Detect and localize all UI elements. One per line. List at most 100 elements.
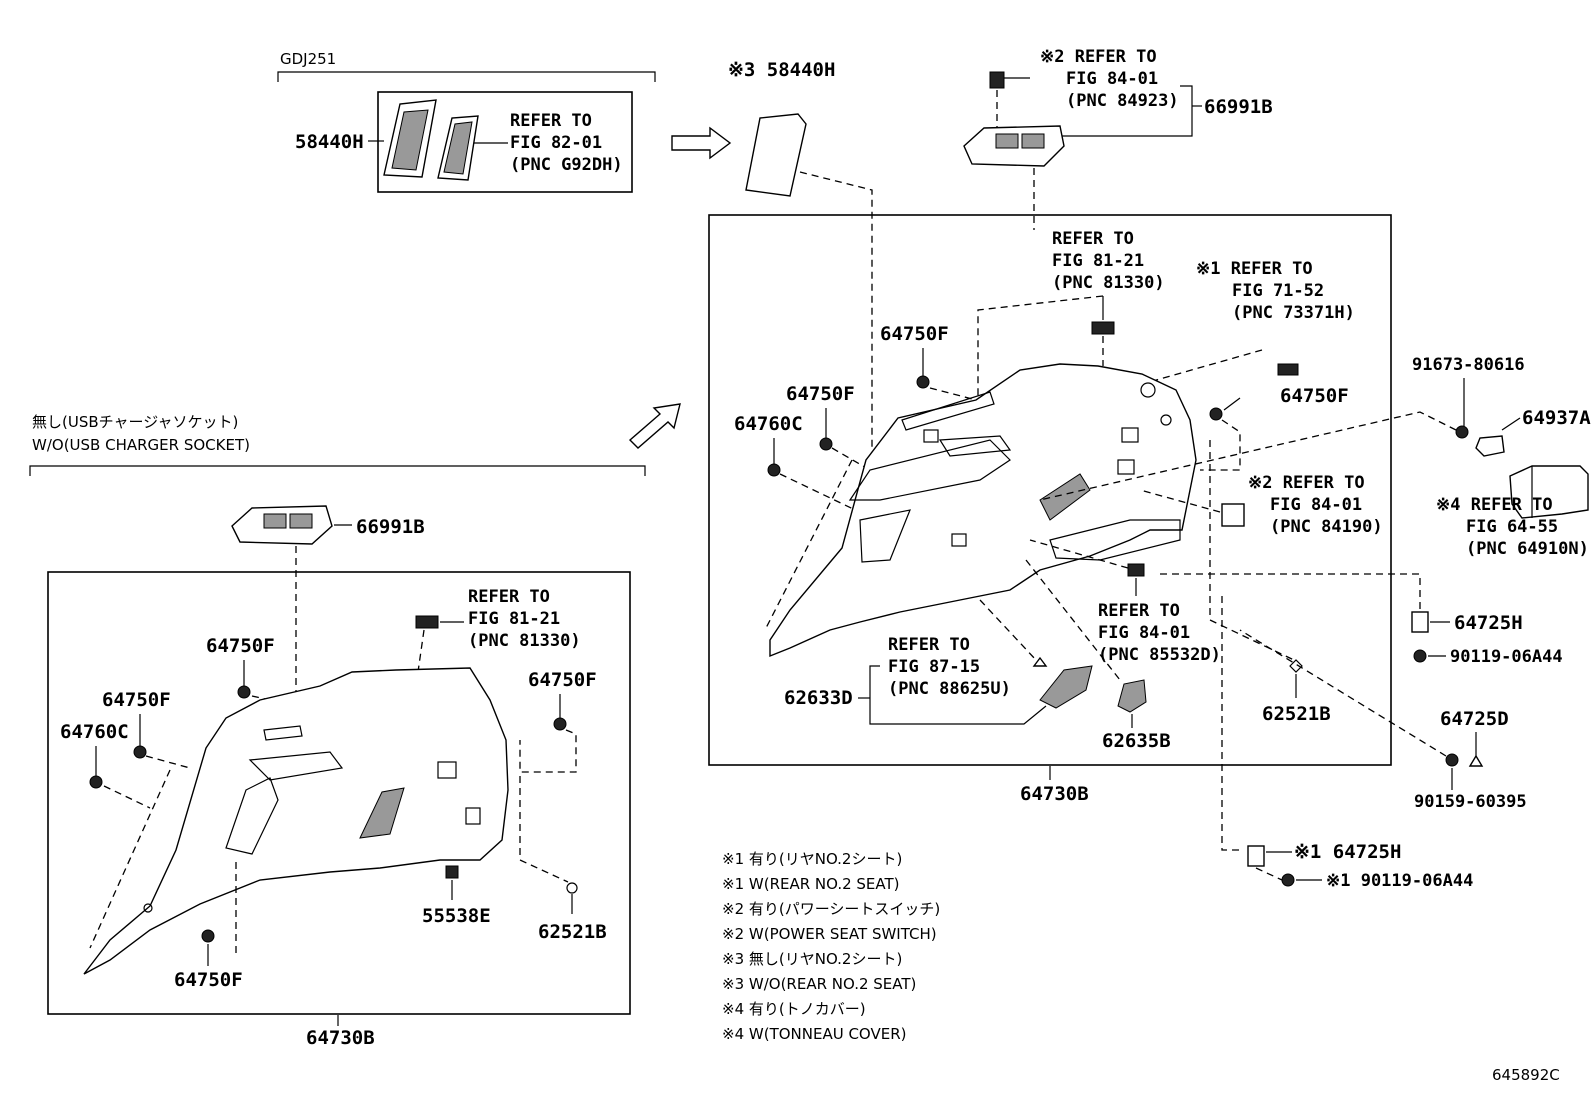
note-1-en: ※1 W(REAR NO.2 SEAT)	[722, 875, 900, 893]
clip-55538e-part	[445, 865, 459, 879]
bracket	[1030, 85, 1193, 137]
grille-62635b-part	[1117, 679, 1147, 713]
leader-dash	[89, 769, 171, 949]
label-90119: 90119-06A44	[1450, 647, 1563, 667]
ref-r9-l1: REFER TO	[468, 587, 550, 607]
label-64725h-note1: ※1 64725H	[1294, 841, 1401, 863]
clip-64725d-part	[1468, 754, 1484, 767]
label-64750f-l4: 64750F	[174, 969, 243, 991]
leader-dash	[417, 629, 425, 673]
label-64730b-l: 64730B	[306, 1027, 375, 1049]
label-62633d: 62633D	[784, 687, 853, 709]
arrow-diagonal-icon	[628, 403, 681, 449]
label-64760c-r: 64760C	[734, 413, 803, 435]
ref-r3-l1: REFER TO	[1052, 229, 1134, 249]
label-64730b-r: 64730B	[1020, 783, 1089, 805]
bolt-91673-part	[1455, 425, 1469, 439]
insert-box-58440h	[377, 91, 633, 193]
leader-dash	[519, 729, 577, 773]
leader-dash	[1255, 867, 1283, 881]
clip-64760c-left-part	[89, 775, 103, 789]
label-64750f-l1: 64750F	[206, 635, 275, 657]
ref-r3-l2: FIG 81-21	[1052, 251, 1144, 271]
ref-r9-l3: (PNC 81330)	[468, 631, 581, 651]
ref-r6-l3: (PNC 64910N)	[1466, 539, 1589, 559]
ref-r7-l2: FIG 84-01	[1098, 623, 1190, 643]
label-64760c-l: 64760C	[60, 721, 129, 743]
clip-64750f-part	[916, 375, 930, 389]
mat-large-part	[383, 99, 437, 178]
main-box-right	[708, 214, 1392, 766]
diagram-code: 645892C	[1492, 1066, 1560, 1084]
leader-dash	[1200, 419, 1241, 471]
ref-r5-l3: (PNC 84190)	[1270, 517, 1383, 537]
header-wo-usb-en: W/O(USB CHARGER SOCKET)	[32, 436, 250, 454]
ref-r5-l2: FIG 84-01	[1270, 495, 1362, 515]
clip-64725h-note1-part	[1247, 845, 1265, 867]
cover-58440h-part	[745, 113, 807, 197]
ref-r1-l3: (PNC G92DH)	[510, 155, 623, 175]
leader-dash	[1221, 596, 1244, 851]
clip-81330-left-part	[415, 615, 439, 629]
screw-90119-part	[1413, 649, 1427, 663]
cap-64937a-part	[1475, 435, 1505, 457]
note-2-en: ※2 W(POWER SEAT SWITCH)	[722, 925, 937, 943]
socket-88625u-part	[1032, 656, 1048, 667]
grille-62633d-part	[1039, 665, 1093, 709]
gdj-bracket	[277, 71, 656, 82]
ref-r2-l3: (PNC 84923)	[1066, 91, 1179, 111]
wo-usb-bracket	[29, 465, 646, 476]
note-1-jp: ※1 有り(リヤNO.2シート)	[722, 850, 902, 868]
ref-r7-l1: REFER TO	[1098, 601, 1180, 621]
mat-small-part	[437, 115, 479, 181]
label-64725d: 64725D	[1440, 708, 1509, 730]
note-4-en: ※4 W(TONNEAU COVER)	[722, 1025, 907, 1043]
screw-90119-note1-part	[1281, 873, 1295, 887]
ref-r9-l2: FIG 81-21	[468, 609, 560, 629]
ref-r8-l1: REFER TO	[888, 635, 970, 655]
ref-r1-l1: REFER TO	[510, 111, 592, 131]
leader-dash	[764, 459, 853, 631]
leader-dash	[1139, 489, 1221, 513]
leader-dash	[979, 599, 1037, 661]
clip-64750f-left-part	[237, 685, 251, 699]
label-64750f-r1: 64750F	[880, 323, 949, 345]
note-4-jp: ※4 有り(トノカバー)	[722, 1000, 866, 1018]
quarter-trim-panel-64730b-left	[83, 667, 509, 975]
clip-64750f-left-bottom-part	[201, 929, 215, 943]
leader-dash	[145, 755, 191, 769]
switch-bezel-66991b-left-part	[231, 505, 333, 545]
clip-62521b-part	[1289, 659, 1303, 673]
label-64750f-r3: 64750F	[1280, 385, 1349, 407]
label-91673: 91673-80616	[1412, 355, 1525, 375]
switch-bezel-66991b-part	[963, 125, 1065, 167]
clip-64750f-left-part	[553, 717, 567, 731]
ref-r4-l1: ※1 REFER TO	[1196, 259, 1313, 279]
leader-dash	[1099, 349, 1263, 397]
label-64725h: 64725H	[1454, 612, 1523, 634]
ref-r8-l2: FIG 87-15	[888, 657, 980, 677]
leader-dash	[1039, 411, 1457, 501]
leader-dash	[519, 859, 569, 883]
ref-r7-l3: (PNC 85532D)	[1098, 645, 1221, 665]
leader-dash	[1025, 559, 1121, 681]
ref-r4-l2: FIG 71-52	[1232, 281, 1324, 301]
socket-84190-part	[1221, 503, 1245, 527]
label-62521b-r: 62521B	[1262, 703, 1331, 725]
leader-dash	[799, 171, 873, 500]
leader-dash	[1160, 573, 1421, 610]
label-62635b: 62635B	[1102, 730, 1171, 752]
header-gdj251: GDJ251	[280, 50, 336, 68]
leader-dash	[1029, 539, 1129, 569]
screw-90159-part	[1445, 753, 1459, 767]
arrow-right-icon	[671, 126, 732, 160]
label-64937a: 64937A	[1522, 407, 1591, 429]
clip-62521b-left-part	[566, 882, 578, 894]
header-wo-usb-jp: 無し(USBチャージャソケット)	[32, 413, 238, 431]
label-55538e: 55538E	[422, 905, 491, 927]
leader-dash	[1239, 629, 1447, 757]
ref-r4-l3: (PNC 73371H)	[1232, 303, 1355, 323]
label-64750f-l2: 64750F	[528, 669, 597, 691]
main-box-left	[47, 571, 631, 1015]
note-2-jp: ※2 有り(パワーシートスイッチ)	[722, 900, 940, 918]
